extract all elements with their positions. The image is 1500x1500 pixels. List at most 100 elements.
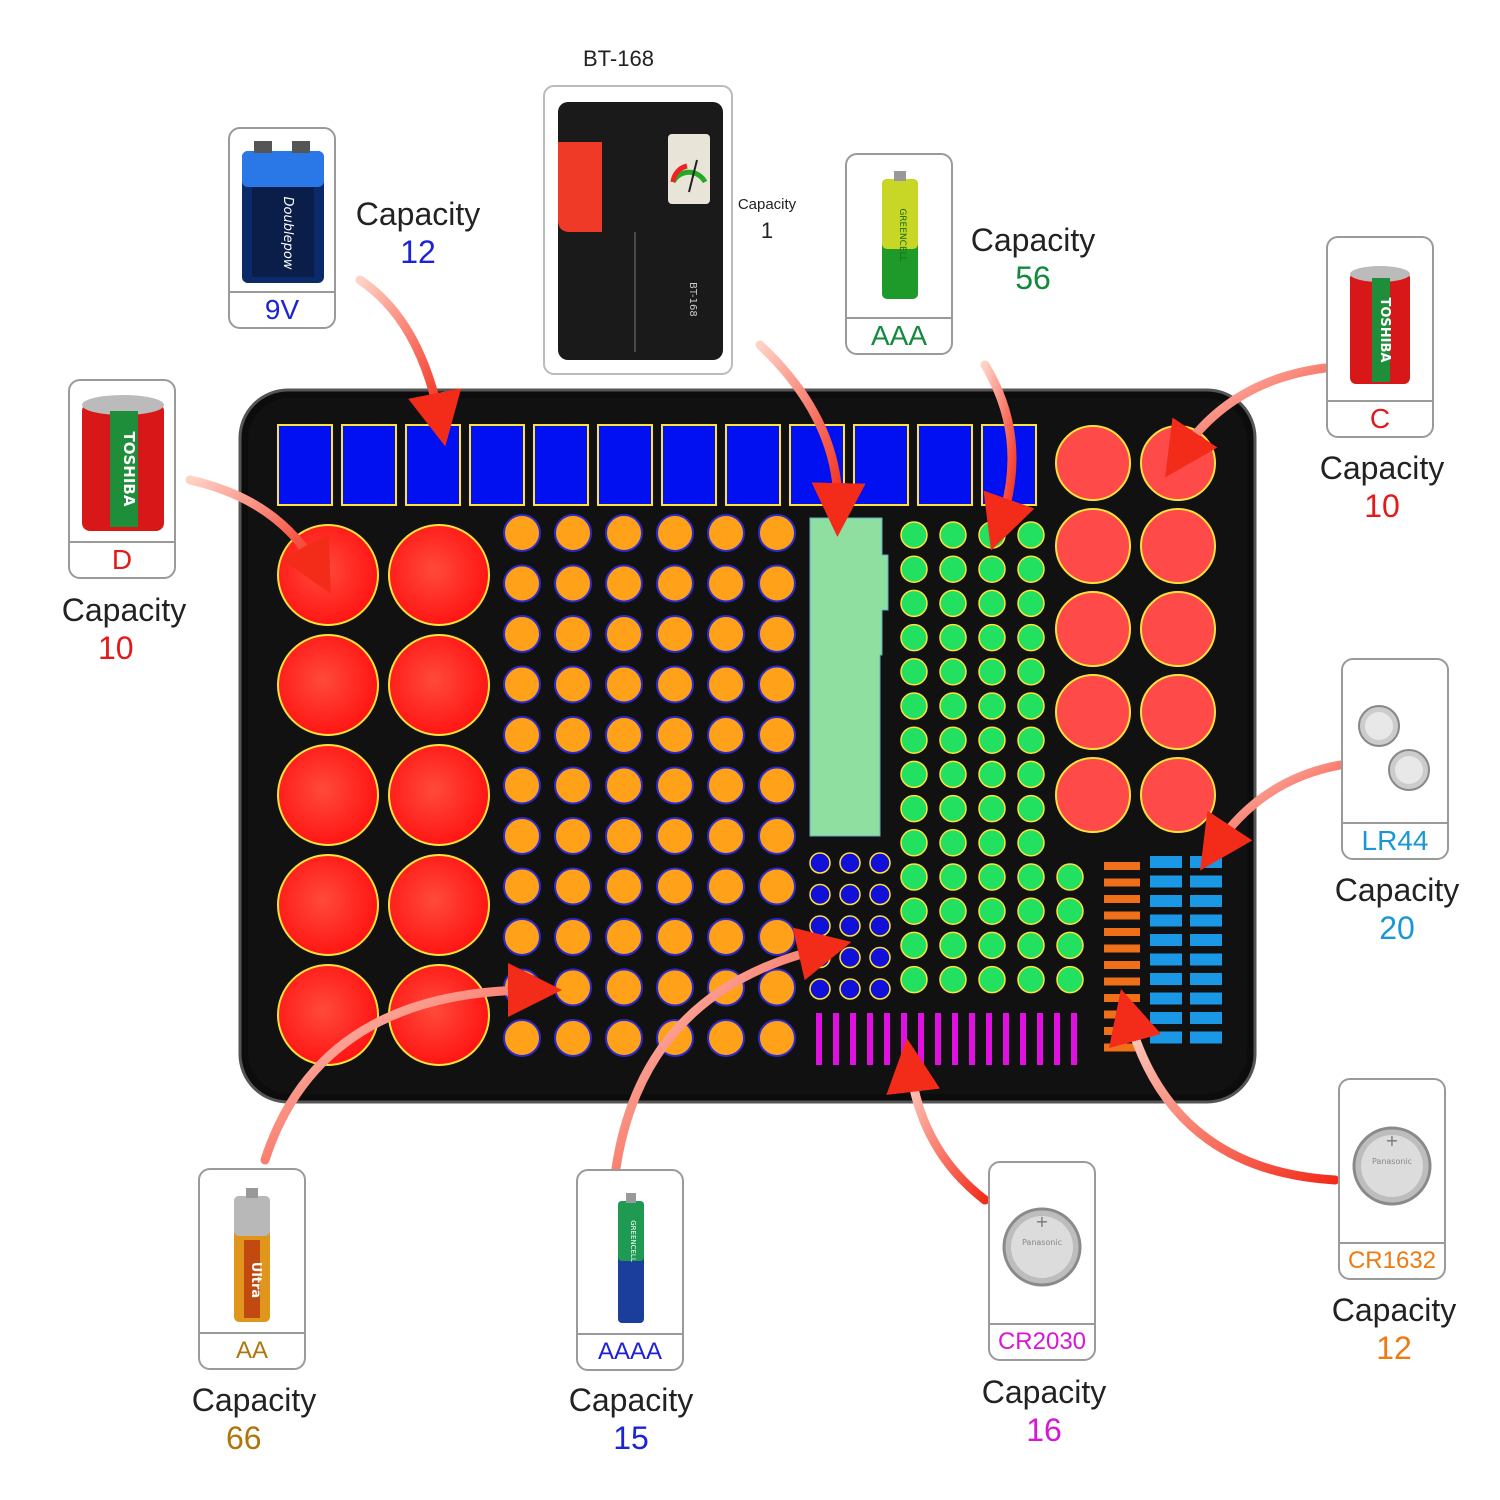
greencell-brand-aaaa: GREENCELL [629,1220,637,1262]
aa-slot [554,766,592,805]
c-slot [1055,757,1131,833]
cr1632-slot [1104,1010,1140,1019]
c-slot [1140,757,1216,833]
aaaa-slot [869,915,891,937]
capacity-aaaa: Capacity 15 [553,1381,709,1457]
label-aaa: AAA [847,317,951,353]
cr2030-slot [1054,1013,1060,1065]
tester-slot [809,517,889,837]
arrow-aaa [980,360,1035,551]
aa-slot [707,918,745,956]
lr44-slot [1190,1031,1222,1044]
lr44-slot [1150,856,1182,868]
cr1632-slot [1104,994,1140,1002]
aa-slot [554,564,592,603]
svg-text:+: + [1035,1212,1048,1231]
aa-slot [503,817,541,855]
d-slot [277,634,379,736]
aaa-slot [978,897,1006,925]
aa-slot [707,514,745,552]
aa-slot [656,615,694,653]
aaa-slot [1017,965,1045,994]
label-aaaa: AAAA [578,1333,682,1369]
aaa-battery-icon: GREENCELL [882,171,918,299]
capacity-cr2030-label: Capacity [981,1374,1107,1410]
aa-slot [758,514,796,552]
aa-slot [656,564,694,603]
cr2030-slot [969,1013,975,1065]
aaaa-battery-icon: GREENCELL [618,1193,644,1323]
cr1632-slot [1104,928,1140,936]
aa-slot [503,564,541,603]
aa-slot [707,716,745,754]
aaa-slot [900,521,928,549]
aa-slot [503,716,541,754]
aa-slot [605,716,643,754]
aaa-slot [1017,863,1045,891]
lr44-slot [1150,953,1182,966]
lr44-slot [1190,934,1222,946]
aaa-slot [1017,726,1045,754]
aa-slot [503,615,541,653]
aaa-slot [900,760,928,789]
aaa-slot [900,931,928,960]
capacity-9v: Capacity 12 [340,195,496,271]
aa-slot [605,564,643,603]
capacity-9v-count: 12 [400,234,436,270]
9v-slot [917,424,973,506]
aaa-slot [1017,623,1045,652]
aa-slot [554,1019,592,1057]
aa-slot [656,867,694,906]
aa-slot [554,918,592,956]
aaa-slot [1017,794,1045,823]
aaa-slot [939,726,967,754]
cr1632-battery-icon: + Panasonic [1352,1126,1432,1206]
aaa-slot [1017,760,1045,789]
lr44-slot [1190,992,1222,1005]
capacity-c: Capacity 10 [1304,449,1460,525]
aaa-slot [900,829,928,857]
aaaa-slot [869,852,891,874]
lr44-battery-icon [1358,705,1430,791]
card-d: TOSHIBA D [68,379,176,579]
aaa-slot [1056,931,1084,960]
capacity-cr1632: Capacity 12 [1316,1291,1472,1367]
cr2030-slot [850,1013,856,1065]
toshiba-brand-c: TOSHIBA [1377,298,1392,363]
lr44-slot [1190,953,1222,966]
aaaa-slot [869,978,891,1000]
aaa-slot [939,623,967,652]
d-slot [388,744,490,846]
aaa-slot [900,726,928,754]
lr44-slot [1150,1012,1182,1024]
aa-slot [656,968,694,1007]
arrow-aaaa [610,927,852,1180]
capacity-aaa-label: Capacity [970,222,1096,258]
aa-slot [758,1019,796,1057]
c-slot [1140,508,1216,584]
aa-slot [656,514,694,552]
aaa-slot [900,658,928,686]
aaa-slot [900,589,928,618]
label-aa: AA [200,1332,304,1368]
c-slot [1140,425,1216,501]
aaaa-slot [869,946,891,969]
aaa-slot [939,760,967,789]
c-slots [1055,425,1216,833]
aaaa-slot [809,883,831,906]
aa-slot [503,1019,541,1057]
arrow-cr1632 [1109,988,1340,1185]
aa-slot [758,867,796,906]
cr2030-slot [884,1013,890,1065]
lr44-slot [1190,1012,1222,1024]
aa-slot [554,514,592,552]
aaa-slot [1017,692,1045,720]
arrow-lr44 [1200,760,1345,871]
aa-slot [707,817,745,855]
aa-slot [554,817,592,855]
9v-slot [277,424,333,506]
aa-slot [605,514,643,552]
cr1632-slot [1104,911,1140,920]
lr44-slot [1190,973,1222,985]
